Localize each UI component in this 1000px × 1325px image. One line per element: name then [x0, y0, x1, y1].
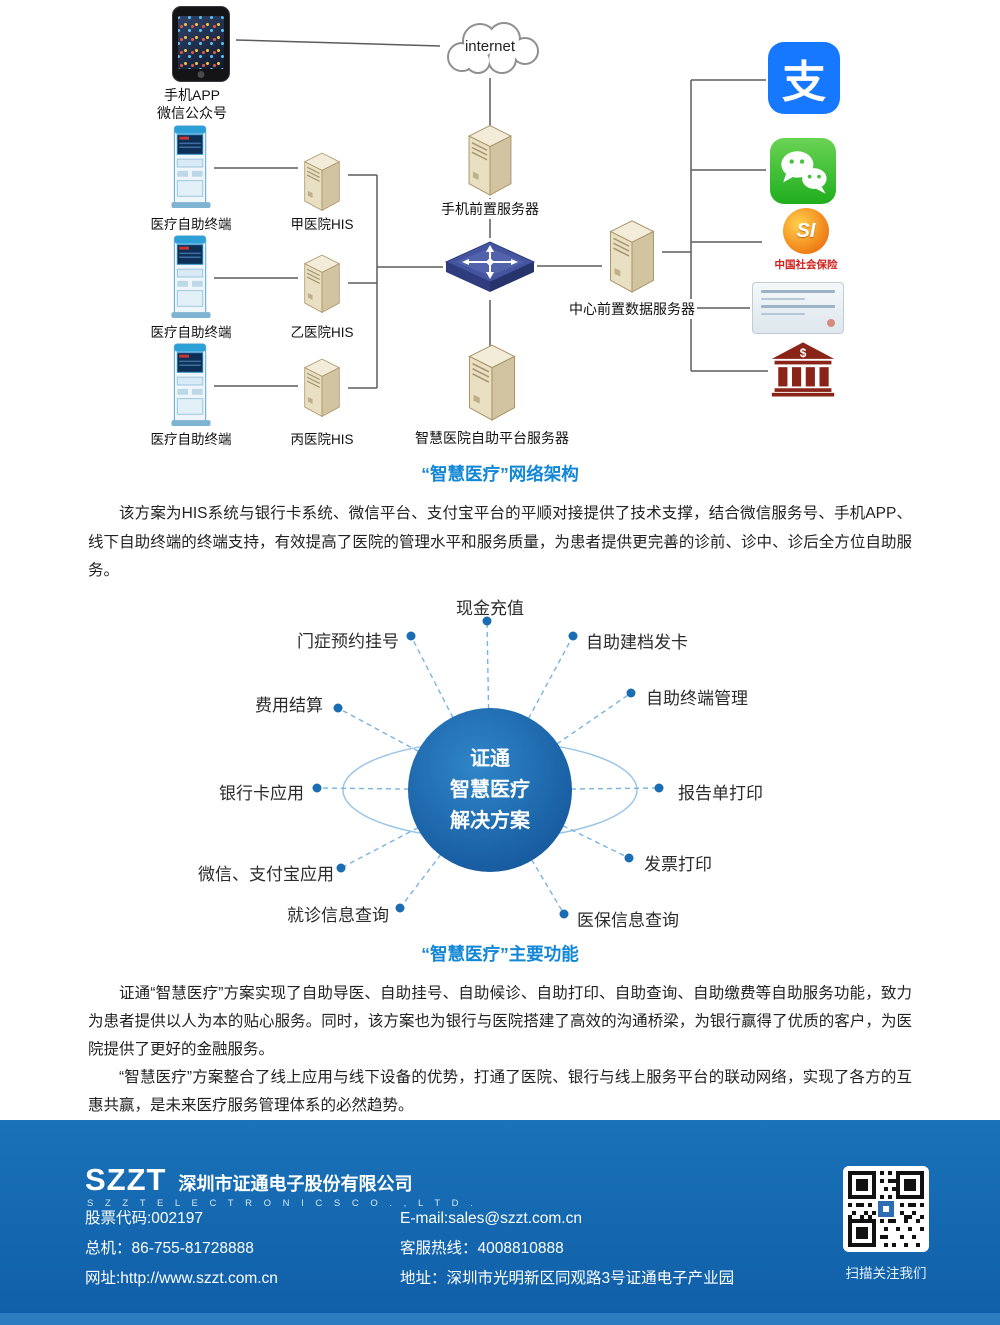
- stock-code: 股票代码:002197: [85, 1210, 204, 1227]
- body-paragraph-2: “智慧医疗”方案整合了线上应用与线下设备的优势，打通了医院、银行与线上服务平台的…: [88, 1068, 912, 1114]
- body-paragraph-1: 证通“智慧医疗”方案实现了自助导医、自助挂号、自助候诊、自助打印、自助查询、自助…: [88, 985, 912, 1058]
- wechat-icon: [770, 138, 836, 204]
- bank-icon: $: [771, 342, 835, 397]
- szzt-logo: SZZT: [85, 1162, 167, 1197]
- his-server-a-icon: [295, 146, 349, 212]
- footer: SZZT 深圳市证通电子股份有限公司 S Z Z T E L E C T R O…: [0, 1120, 1000, 1325]
- function-report-printing: 报告单打印: [678, 784, 763, 803]
- center-line3: 解决方案: [450, 809, 530, 832]
- kiosk-2-icon: [168, 234, 214, 318]
- kiosk-1-icon: [168, 124, 214, 208]
- switchboard-phone: 总机：86-755-81728888: [85, 1240, 254, 1257]
- function-self-card-issuing: 自助建档发卡: [586, 633, 688, 652]
- card-decor-line: [761, 312, 806, 315]
- internet-label: internet: [464, 38, 516, 55]
- card-decor-line: [761, 305, 835, 308]
- company-address: 地址：深圳市光明新区同观路3号证通电子产业园: [400, 1270, 735, 1287]
- phone-label-line1: 手机APP: [163, 87, 220, 103]
- center-front-data-server-icon: [602, 212, 662, 294]
- smartphone-home-button: [197, 71, 205, 78]
- qr-code: [843, 1166, 929, 1252]
- footer-bottom-strip: [0, 1313, 1000, 1325]
- function-insurance-info-query: 医保信息查询: [577, 911, 679, 930]
- phone-label-line2: 微信公众号: [157, 105, 227, 122]
- kiosk-3-icon: [168, 342, 214, 426]
- kiosk-2-label: 医疗自助终端: [148, 321, 234, 341]
- qr-caption: 扫描关注我们: [845, 1266, 927, 1281]
- network-switch-icon: [444, 241, 536, 292]
- network-connection-lines: [214, 39, 768, 389]
- solution-center-circle: 证通 智慧医疗 解决方案: [408, 708, 572, 872]
- social-insurance-label: 中国社会保险: [774, 259, 838, 271]
- footer-logo-row: SZZT 深圳市证通电子股份有限公司: [85, 1162, 413, 1198]
- email-address: E-mail:sales@szzt.com.cn: [400, 1210, 582, 1227]
- functions-diagram-caption: “智慧医疗”主要功能: [421, 944, 579, 964]
- his-server-a-label: 甲医院HIS: [288, 213, 356, 233]
- his-server-c-icon: [295, 352, 349, 418]
- card-decor-line: [761, 297, 806, 300]
- smartphone-icon: [172, 6, 230, 82]
- phone-label: 手机APP 微信公众号: [155, 86, 229, 123]
- center-front-data-server-label: 中心前置数据服务器: [567, 299, 697, 319]
- his-server-c-label: 丙医院HIS: [288, 428, 356, 448]
- network-diagram-caption: “智慧医疗”网络架构: [421, 464, 579, 484]
- intro-text: 该方案为HIS系统与银行卡系统、微信平台、支付宝平台的平顺对接提供了技术支撑，结…: [88, 505, 912, 580]
- platform-server-label: 智慧医院自助平台服务器: [413, 428, 571, 448]
- platform-server-icon: [460, 336, 524, 422]
- service-hotline: 客服热线：4008810888: [400, 1240, 564, 1257]
- his-server-b-icon: [295, 248, 349, 314]
- alipay-glyph: 支: [782, 58, 826, 107]
- function-cash-recharge: 现金充值: [456, 599, 524, 618]
- intro-paragraph: 该方案为HIS系统与银行卡系统、微信平台、支付宝平台的平顺对接提供了技术支撑，结…: [88, 500, 912, 586]
- website-url: 网址:http://www.szzt.com.cn: [85, 1270, 278, 1287]
- social-insurance-icon: SI 中国社会保险: [764, 208, 848, 272]
- function-visit-info-query: 就诊信息查询: [287, 906, 389, 925]
- function-fee-settlement: 费用结算: [255, 696, 323, 715]
- kiosk-3-label: 医疗自助终端: [148, 428, 234, 448]
- company-name-cn: 深圳市证通电子股份有限公司: [178, 1174, 413, 1194]
- footer-contact-left: 股票代码:002197 总机：86-755-81728888 网址:http:/…: [85, 1204, 278, 1294]
- alipay-icon: 支: [768, 42, 840, 114]
- smartphone-screen: [178, 16, 224, 69]
- his-server-b-label: 乙医院HIS: [288, 321, 356, 341]
- card-seal-dot: [827, 319, 835, 327]
- center-line1: 证通: [470, 747, 510, 770]
- mobile-front-server-icon: [459, 117, 521, 197]
- body-paragraphs: 证通“智慧医疗”方案实现了自助导医、自助挂号、自助候诊、自助打印、自助查询、自助…: [88, 980, 912, 1119]
- social-insurance-logo: SI: [783, 208, 829, 254]
- si-glyph: SI: [796, 219, 816, 242]
- card-decor-line: [761, 290, 835, 293]
- mobile-front-server-label: 手机前置服务器: [439, 199, 541, 219]
- bank-dollar-glyph: $: [800, 346, 807, 360]
- company-name-en: S Z Z T E L E C T R O N I C S C O . , L …: [87, 1198, 478, 1209]
- internet-cloud-icon: internet: [430, 14, 550, 80]
- function-terminal-management: 自助终端管理: [646, 689, 748, 708]
- function-bank-card: 银行卡应用: [219, 784, 304, 803]
- kiosk-1-label: 医疗自助终端: [148, 213, 234, 233]
- function-outpatient-appointment: 门症预约挂号: [297, 632, 399, 651]
- function-wechat-alipay: 微信、支付宝应用: [198, 865, 334, 884]
- function-invoice-printing: 发票打印: [644, 855, 712, 874]
- social-security-card-image: [752, 282, 844, 334]
- center-line2: 智慧医疗: [450, 778, 530, 801]
- footer-contact-right: E-mail:sales@szzt.com.cn 客服热线：4008810888…: [400, 1204, 734, 1294]
